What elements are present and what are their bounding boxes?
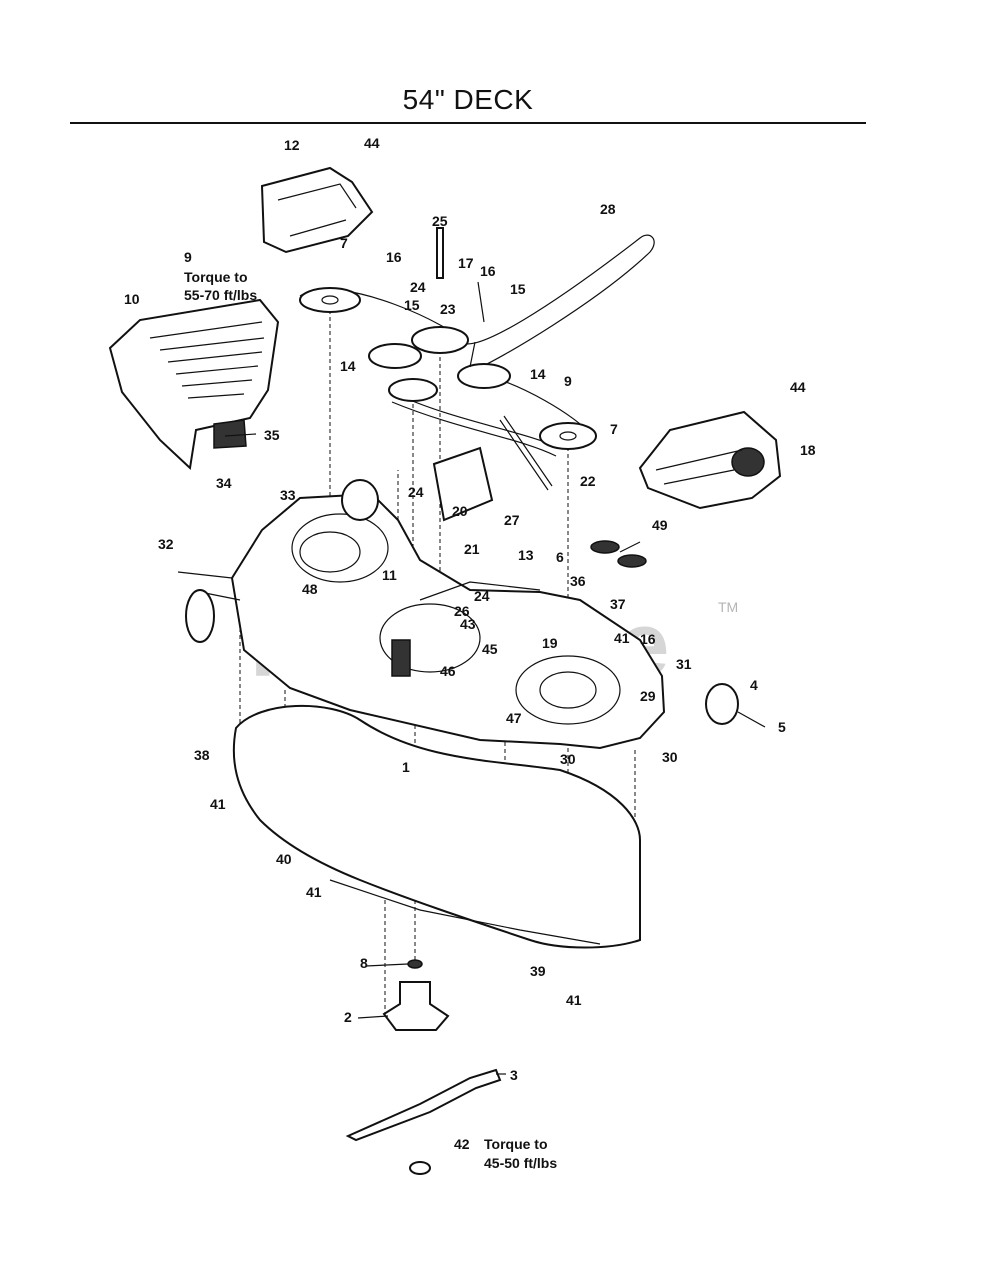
- watermark-tm: TM: [718, 599, 738, 615]
- spring-49b: [617, 554, 647, 568]
- anti-scalp-wheel-left: [185, 589, 215, 643]
- callout-16c: 16: [640, 631, 656, 647]
- callout-24c: 24: [474, 588, 490, 604]
- callout-31: 31: [676, 656, 692, 672]
- callout-21: 21: [464, 541, 480, 557]
- callouts: 1 2 3 4 5 6 7 7 8 9 9 10 11 12 13 14 14 …: [124, 135, 816, 1152]
- callout-42: 42: [454, 1136, 470, 1152]
- callout-20: 20: [452, 503, 468, 519]
- callout-41b: 41: [306, 884, 322, 900]
- callout-6: 6: [556, 549, 564, 565]
- callout-15b: 15: [510, 281, 526, 297]
- callout-35: 35: [264, 427, 280, 443]
- callout-7b: 7: [610, 421, 618, 437]
- anti-scalp-wheel-rear: [341, 479, 379, 521]
- svg-text:45-50 ft/lbs: 45-50 ft/lbs: [484, 1155, 557, 1171]
- callout-47: 47: [506, 710, 522, 726]
- callout-19: 19: [542, 635, 558, 651]
- callout-43: 43: [460, 616, 476, 632]
- svg-text:Torque to: Torque to: [484, 1136, 548, 1152]
- callout-17: 17: [458, 255, 474, 271]
- callout-7a: 7: [340, 235, 348, 251]
- callout-16b: 16: [480, 263, 496, 279]
- spring-49a: [590, 540, 620, 554]
- pulley-system: [299, 227, 655, 522]
- callout-38: 38: [194, 747, 210, 763]
- callout-34: 34: [216, 475, 232, 491]
- wheel-4: [705, 683, 739, 725]
- mower-blade: [345, 1068, 502, 1142]
- callout-15a: 15: [404, 297, 420, 313]
- callout-37: 37: [610, 596, 626, 612]
- callout-3: 3: [510, 1067, 518, 1083]
- page-title: 54" DECK: [402, 84, 534, 115]
- callout-12: 12: [284, 137, 300, 153]
- pulley-23: [411, 326, 469, 354]
- callout-14b: 14: [530, 366, 546, 382]
- callout-41c: 41: [566, 992, 582, 1008]
- callout-27: 27: [504, 512, 520, 528]
- idler-14-left: [368, 343, 422, 369]
- callout-41a: 41: [210, 796, 226, 812]
- pulley-7-left: [299, 287, 361, 313]
- left-belt-cover: [108, 298, 280, 471]
- idler-arm-20: [432, 446, 494, 522]
- spindle-assembly: [382, 981, 450, 1031]
- callout-22: 22: [580, 473, 596, 489]
- svg-text:Torque to: Torque to: [184, 269, 248, 285]
- torque-note-belt-cover: Torque to 55-70 ft/lbs: [184, 269, 257, 303]
- deck-baffle: [232, 704, 641, 949]
- callout-45: 45: [482, 641, 498, 657]
- callout-16a: 16: [386, 249, 402, 265]
- callout-30a: 30: [560, 751, 576, 767]
- callout-36: 36: [570, 573, 586, 589]
- callout-8: 8: [360, 955, 368, 971]
- callout-9a: 9: [184, 249, 192, 265]
- callout-5: 5: [778, 719, 786, 735]
- callout-30b: 30: [662, 749, 678, 765]
- callout-41d: 41: [614, 630, 630, 646]
- right-belt-cover: [638, 410, 782, 510]
- svg-text:55-70 ft/lbs: 55-70 ft/lbs: [184, 287, 257, 303]
- callout-25: 25: [432, 213, 448, 229]
- pulley-center: [388, 378, 438, 402]
- bracket-34: [213, 419, 247, 449]
- callout-4: 4: [750, 677, 758, 693]
- callout-2: 2: [344, 1009, 352, 1025]
- callout-29: 29: [640, 688, 656, 704]
- callout-1: 1: [402, 759, 410, 775]
- callout-33: 33: [280, 487, 296, 503]
- callout-40: 40: [276, 851, 292, 867]
- blade-bolt: [409, 1161, 431, 1175]
- callout-48: 48: [302, 581, 318, 597]
- callout-18: 18: [800, 442, 816, 458]
- callout-26: 26: [454, 603, 470, 619]
- callout-23: 23: [440, 301, 456, 317]
- callout-28: 28: [600, 201, 616, 217]
- leader-lines: [177, 341, 641, 1075]
- upper-belt-shield: [260, 166, 374, 254]
- callout-24a: 24: [410, 279, 426, 295]
- block-48: [391, 639, 411, 677]
- callout-24b: 24: [408, 484, 424, 500]
- idler-14-right: [457, 363, 511, 389]
- callout-39: 39: [530, 963, 546, 979]
- callout-44b: 44: [790, 379, 806, 395]
- callout-9b: 9: [564, 373, 572, 389]
- callout-32: 32: [158, 536, 174, 552]
- callout-14a: 14: [340, 358, 356, 374]
- bolt-25: [436, 227, 444, 279]
- torque-note-blade-bolt: Torque to 45-50 ft/lbs: [484, 1136, 557, 1171]
- callout-13: 13: [518, 547, 534, 563]
- title-rule: [70, 122, 866, 124]
- callout-11: 11: [382, 567, 397, 583]
- callout-44a: 44: [364, 135, 380, 151]
- callout-49: 49: [652, 517, 668, 533]
- pulley-7-right: [539, 422, 597, 450]
- callout-10: 10: [124, 291, 140, 307]
- callout-46: 46: [440, 663, 456, 679]
